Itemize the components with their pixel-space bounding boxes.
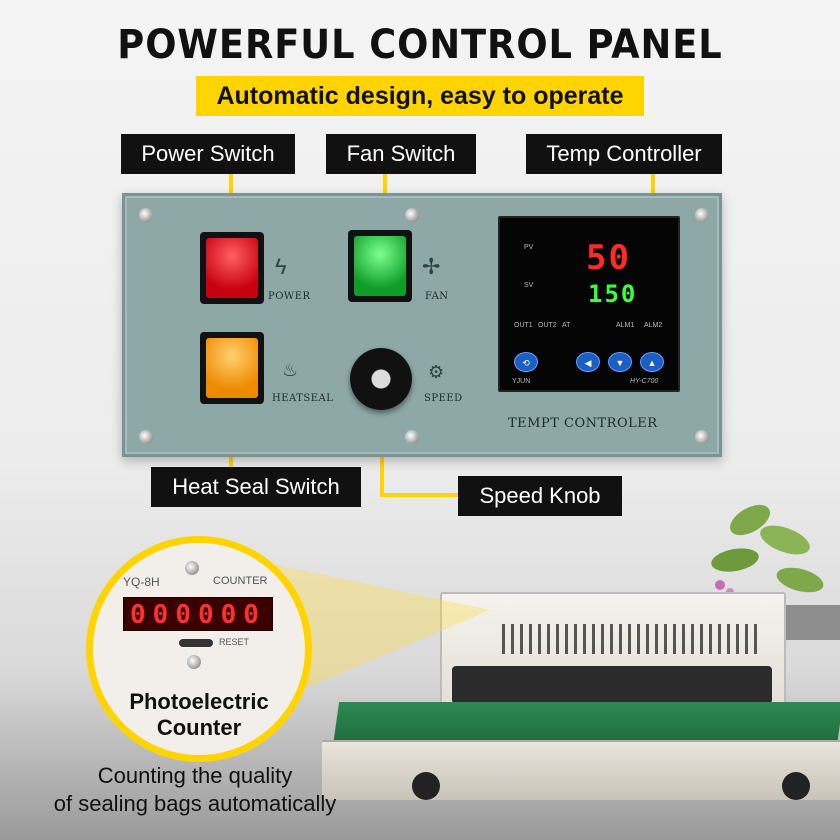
foot-knob-right	[782, 772, 810, 800]
screw-icon	[139, 430, 153, 444]
controller-caption: TEMPT CONTROLER	[508, 416, 658, 431]
at-indicator: AT	[562, 322, 571, 329]
temp-controller: PV 50 SV 150 OUT1 OUT2 AT ALM1 ALM2 ⟲ ◀ …	[498, 216, 680, 392]
lightning-icon: ϟ	[275, 254, 287, 279]
heat-wave-icon: ♨	[282, 360, 299, 380]
pv-display: 50	[586, 238, 631, 278]
fan-label: FAN	[425, 291, 449, 302]
counter-closeup: YQ-8H COUNTER 000000 RESET Photoelectric…	[93, 543, 305, 755]
cycle-button[interactable]: ⟲	[514, 352, 538, 372]
heat-seal-switch-callout: Heat Seal Switch	[151, 467, 361, 507]
counter-description-2: of sealing bags automatically	[53, 791, 337, 816]
sv-display: 150	[588, 280, 638, 308]
temp-controller-callout: Temp Controller	[526, 134, 722, 174]
out2-indicator: OUT2	[538, 322, 557, 329]
motor-icon: ⚙	[428, 362, 445, 382]
reset-button[interactable]	[179, 639, 213, 647]
counter-display: 000000	[123, 597, 273, 631]
heat-seal-switch[interactable]	[200, 332, 264, 404]
pv-label: PV	[524, 244, 534, 251]
screw-icon	[405, 430, 419, 444]
speed-knob-callout: Speed Knob	[458, 476, 622, 516]
alm1-indicator: ALM1	[616, 322, 635, 329]
conveyor-base	[322, 740, 840, 800]
speed-label: SPEED	[424, 393, 463, 404]
sealer-machine-body	[440, 592, 786, 708]
speed-knob[interactable]	[350, 348, 412, 410]
counter-description-1: Counting the quality	[97, 763, 293, 788]
counter-title-2: Counter	[156, 715, 242, 740]
speed-callout-line-h	[380, 493, 460, 497]
down-button[interactable]: ▼	[608, 352, 632, 372]
fan-icon: ✢	[422, 254, 441, 279]
reset-label: RESET	[219, 637, 250, 647]
out1-indicator: OUT1	[514, 322, 533, 329]
model-label: HY-C700	[630, 378, 659, 385]
power-switch[interactable]	[200, 232, 264, 304]
heatseal-label: HEATSEAL	[272, 393, 334, 404]
up-button[interactable]: ▲	[640, 352, 664, 372]
counter-title-1: Photoelectric	[129, 689, 269, 714]
counter-digits: 000000	[123, 597, 273, 631]
fan-switch[interactable]	[348, 230, 412, 302]
subheadline-banner: Automatic design, easy to operate	[196, 76, 644, 116]
screw-icon	[695, 430, 709, 444]
sv-label: SV	[524, 282, 534, 289]
screw-icon	[185, 561, 199, 575]
headline: POWERFUL CONTROL PANEL	[117, 22, 723, 68]
foot-knob-left	[412, 772, 440, 800]
counter-label: COUNTER	[213, 575, 268, 587]
gear-drive	[452, 666, 772, 704]
alm2-indicator: ALM2	[644, 322, 663, 329]
counter-magnifier: YQ-8H COUNTER 000000 RESET Photoelectric…	[86, 536, 312, 762]
counter-model: YQ-8H	[123, 575, 160, 589]
screw-icon	[405, 208, 419, 222]
power-label: POWER	[268, 291, 311, 302]
screw-icon	[139, 208, 153, 222]
screw-icon	[695, 208, 709, 222]
left-button[interactable]: ◀	[576, 352, 600, 372]
brand-label: YJUN	[512, 378, 531, 385]
screw-icon	[187, 655, 201, 669]
fan-switch-callout: Fan Switch	[326, 134, 476, 174]
power-switch-callout: Power Switch	[121, 134, 295, 174]
vent-slots	[502, 624, 762, 654]
